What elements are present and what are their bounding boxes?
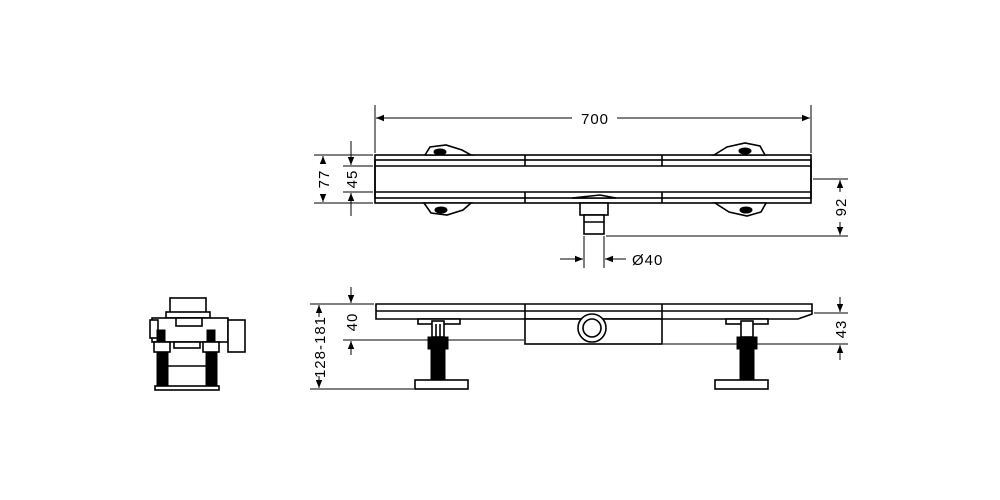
dim-adjustable-height: 128-181 (312, 316, 329, 378)
dim-total-length: 700 (581, 111, 609, 128)
dim-total-width: 77 (316, 170, 333, 189)
outlet-front (227, 319, 246, 353)
dim-channel-width: 45 (344, 170, 361, 189)
outlet-top (571, 194, 617, 235)
front-view (149, 297, 246, 391)
top-view: 700 77 45 92 Ø40 (314, 105, 850, 269)
mounting-foot-bottom-left (422, 202, 474, 216)
mounting-foot-bottom-right (712, 202, 768, 217)
mounting-foot-top-right (711, 142, 767, 156)
dim-side-height: 92 (833, 198, 850, 217)
side-view: 128-181 40 43 (310, 287, 850, 390)
mounting-foot-top-left (423, 144, 475, 156)
dim-channel-depth: 40 (344, 313, 361, 332)
adjustable-foot-left (414, 318, 469, 390)
adjustable-foot-right (714, 318, 769, 390)
dim-outlet-height: 43 (833, 320, 850, 339)
dim-outlet-diameter: Ø40 (632, 252, 663, 269)
